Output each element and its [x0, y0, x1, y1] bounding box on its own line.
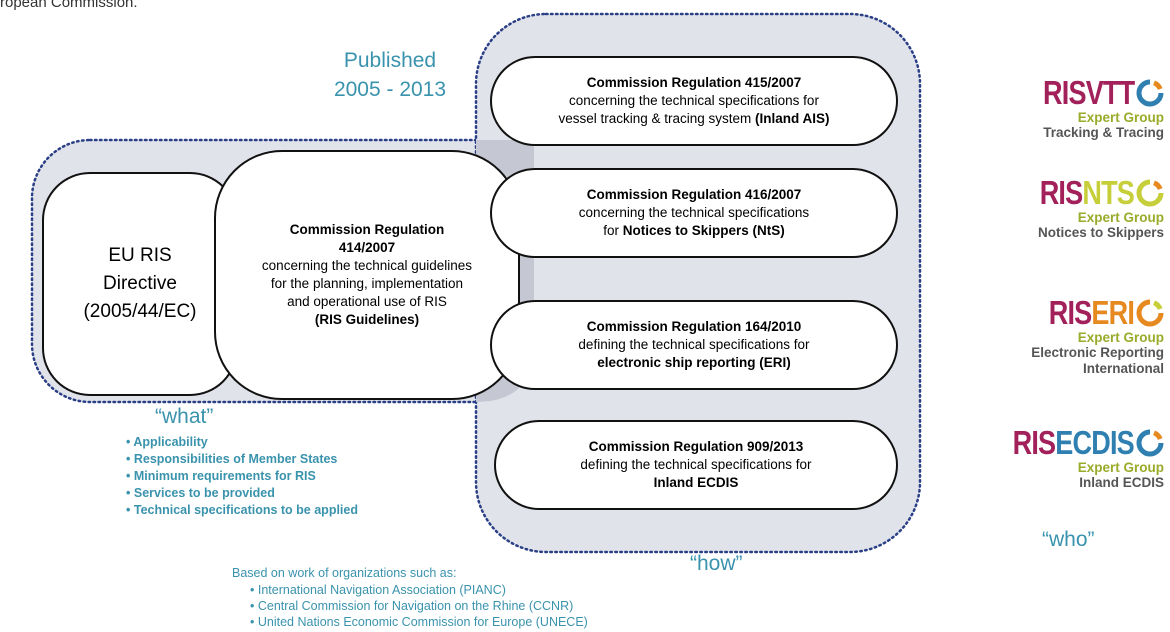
logo-suffix: NTS [1082, 174, 1134, 211]
guidelines-title1: Commission Regulation [289, 222, 445, 237]
logo-expert-group: Expert Group [1077, 210, 1164, 225]
logo-name: Tracking & Tracing [1043, 125, 1164, 140]
what-item: Responsibilities of Member States [126, 451, 358, 468]
logo-expert-group: Expert Group [1077, 110, 1164, 125]
published-years: 2005 - 2013 [333, 78, 447, 101]
regulation-box-415: Commission Regulation 415/2007 concernin… [490, 56, 898, 146]
logo-expert-group: Expert Group [1077, 460, 1164, 475]
regulation-line2: defining the technical specifications fo… [578, 337, 810, 352]
logo-name: Notices to Skippers [1037, 225, 1164, 240]
logo-suffix: ECDIS [1055, 424, 1134, 461]
published-label: Published 2005 - 2013 [300, 46, 480, 104]
guidelines-box: Commission Regulation 414/2007 concernin… [214, 150, 520, 400]
ring-icon [1136, 429, 1164, 457]
logo-prefix: RIS [1039, 174, 1083, 211]
logo-wordmark: RISERI [974, 294, 1164, 331]
logo-prefix: RIS [1012, 424, 1056, 461]
ring-icon [1136, 179, 1164, 207]
directive-line2: Directive [103, 273, 177, 294]
logo-suffix: ERI [1091, 294, 1134, 331]
organization-item: International Navigation Association (PI… [250, 582, 588, 598]
regulation-box-416: Commission Regulation 416/2007 concernin… [490, 168, 898, 258]
what-item: Minimum requirements for RIS [126, 468, 358, 485]
what-list: Applicability Responsibilities of Member… [126, 434, 358, 519]
published-title: Published [343, 49, 437, 72]
logo-wordmark: RISNTS [974, 174, 1164, 211]
logo-wordmark: RISVTT [974, 74, 1164, 111]
regulation-line3a: vessel tracking & tracing system [558, 111, 756, 126]
regulation-line2: concerning the technical specifications [578, 205, 810, 220]
regulation-box-909: Commission Regulation 909/2013 defining … [494, 420, 898, 510]
guidelines-desc1: concerning the technical guidelines [261, 258, 473, 273]
regulation-line3b: Inland ECDIS [653, 475, 739, 490]
logo-prefix: RIS [1042, 74, 1086, 111]
guidelines-desc2: for the planning, implementation [270, 276, 464, 291]
what-label: “what” [155, 405, 214, 428]
organization-item: United Nations Economic Commission for E… [250, 614, 588, 630]
logo-eri: RISERI Expert Group Electronic Reporting… [974, 294, 1164, 377]
directive-box: EU RIS Directive (2005/44/EC) [42, 172, 238, 396]
regulation-box-164: Commission Regulation 164/2010 defining … [490, 300, 898, 390]
regulation-title: Commission Regulation 415/2007 [586, 75, 802, 90]
regulation-title: Commission Regulation 416/2007 [586, 187, 802, 202]
directive-line1: EU RIS [108, 245, 172, 266]
regulation-title: Commission Regulation 164/2010 [586, 319, 802, 334]
what-item: Technical specifications to be applied [126, 502, 358, 519]
regulation-line3b: (Inland AIS) [755, 111, 830, 126]
ring-icon [1136, 299, 1164, 327]
logo-prefix: RIS [1048, 294, 1092, 331]
logo-vtt: RISVTT Expert Group Tracking & Tracing [974, 74, 1164, 141]
ring-icon [1136, 79, 1164, 107]
logo-suffix: VTT [1085, 74, 1134, 111]
regulation-line2: concerning the technical specifications … [569, 93, 819, 108]
header-fragment: ropean Commission. [0, 0, 138, 11]
logo-wordmark: RISECDIS [974, 424, 1164, 461]
based-on-title: Based on work of organizations such as: [232, 566, 457, 580]
logo-ecdis: RISECDIS Expert Group Inland ECDIS [974, 424, 1164, 491]
based-on-list: International Navigation Association (PI… [250, 582, 588, 630]
guidelines-title2: 414/2007 [338, 240, 396, 255]
logo-expert-group: Expert Group [1077, 330, 1164, 345]
directive-line3: (2005/44/EC) [83, 301, 197, 322]
guidelines-desc3: and operational use of RIS [287, 294, 447, 309]
regulation-title: Commission Regulation 909/2013 [588, 439, 804, 454]
guidelines-short: (RIS Guidelines) [314, 312, 420, 327]
regulation-line3b: electronic ship reporting (ERI) [597, 355, 791, 370]
regulation-line3b: Notices to Skippers (NtS) [622, 223, 785, 238]
logo-name: Electronic Reporting [1031, 345, 1164, 360]
who-label: “who” [1042, 528, 1095, 551]
how-label: “how” [690, 552, 743, 575]
logo-nts: RISNTS Expert Group Notices to Skippers [974, 174, 1164, 241]
logo-name-line2: International [1082, 361, 1164, 376]
logo-name: Inland ECDIS [1079, 475, 1164, 490]
what-item: Applicability [126, 434, 358, 451]
organization-item: Central Commission for Navigation on the… [250, 598, 588, 614]
regulation-line2: defining the technical specifications fo… [580, 457, 812, 472]
regulation-line3a: for [603, 223, 623, 238]
what-item: Services to be provided [126, 485, 358, 502]
